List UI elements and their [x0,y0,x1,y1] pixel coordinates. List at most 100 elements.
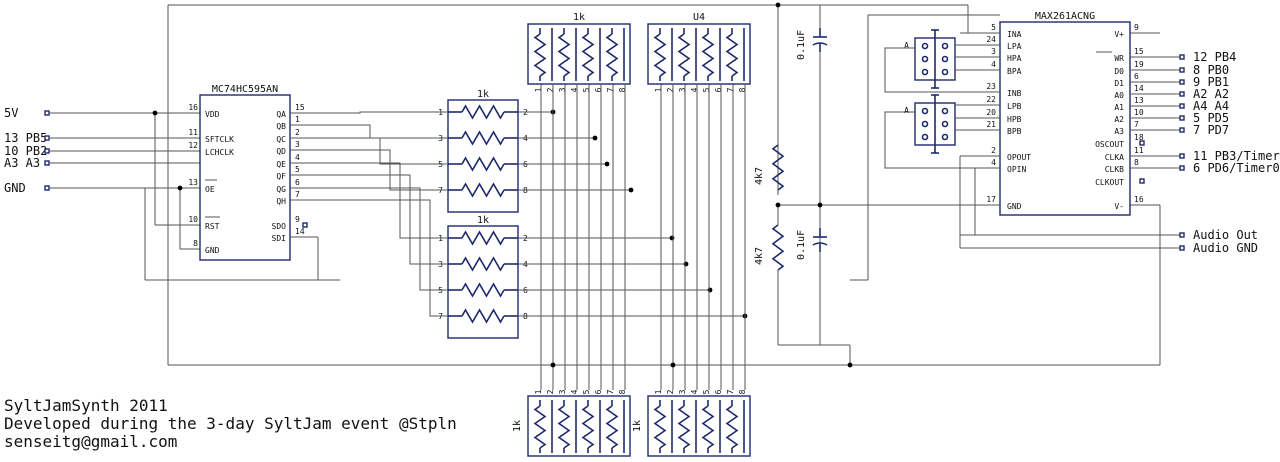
resistor-zigzag [557,33,571,77]
input-gnd: GND [4,181,26,195]
ic1-pin-number: 5 [295,165,300,174]
ic1-pin-number: 8 [193,239,198,248]
ic1-pin-number: 6 [295,178,300,187]
sip-u4-top-label: U4 [693,12,705,23]
sip-1k-top [527,23,631,85]
resistor-zigzag [653,405,667,449]
connector-pin [1179,103,1185,109]
ic1-pin-name: SDO [272,222,287,231]
switch-contact [921,68,929,76]
sip-pin-number: 8 [738,87,747,92]
resistor-zigzag [533,405,547,449]
connector-pin [1179,127,1185,133]
connector-pin [1179,153,1185,159]
junction-dot [628,187,634,193]
ic2-pin-name: CLKOUT [1095,178,1124,187]
ic2-pin-name: GND [1007,202,1022,211]
resistor-zigzag [461,256,505,272]
sip-pin-number: 1 [654,87,663,92]
resistor-zigzag [461,282,505,298]
junction-dot [604,161,610,167]
sip-1k-bottom [527,395,631,457]
sip-pin-number: 6 [594,389,603,394]
ic1-pin-name: OE [205,185,215,194]
ic1-pin-name: QE [276,160,286,169]
resistor-network-2-value: 1k [477,215,489,226]
ic1-pin-number: 9 [295,215,300,224]
connector-pin [302,222,308,228]
credit-event: Developed during the 3-day SyltJam event… [4,414,457,433]
ic1-pin-name: SDI [272,234,287,243]
wire [330,187,448,291]
ic2-pin-name: INB [1007,89,1022,98]
ic1-pin-name: QD [276,147,286,156]
ic1-pin-name: QC [276,135,286,144]
sip-pin-number: 8 [618,389,627,394]
switch-contact [921,55,929,63]
sip-pin-number: 6 [714,389,723,394]
ic2-pin-name: HPB [1007,115,1022,124]
resistor-zigzag [771,224,785,271]
ic2-pin-name: OPOUT [1007,153,1031,162]
connector-pin [44,148,50,154]
ic2-pin-name: LPA [1007,42,1022,51]
ic2-pin-name: LPB [1007,102,1022,111]
ic1-pin-number: 13 [188,178,198,187]
cap-plate [812,242,828,246]
switch-contact [941,68,949,76]
sip-pin-number: 4 [570,87,579,92]
switch-contact [921,120,929,128]
resistor-zigzag [461,104,505,120]
credit-title: SyltJamSynth 2011 [4,396,168,415]
ic2-pin-number: 4 [991,60,996,69]
sip-1k-bottom-2 [647,395,751,457]
ic2-pin-name: D1 [1114,79,1124,88]
ic1-pin-number: 1 [295,115,300,124]
sip-pin-number: 5 [702,389,711,394]
sip-pin-number: 4 [690,389,699,394]
sip-pin-number: 1 [534,87,543,92]
resistor-zigzag [461,130,505,146]
output-label-3: A2 A2 [1193,87,1229,101]
ic2-pin-name: A3 [1114,127,1124,136]
output-label-4: A4 A4 [1193,99,1229,113]
ic2-pin-name: CLKB [1105,165,1124,174]
ic1-pin-number: 10 [188,215,198,224]
output-label-7: 11 PB3/Timer2 [1193,149,1280,163]
switch-contact [941,107,949,115]
junction-dot [177,185,183,191]
ic2-pin-number: 21 [986,120,996,129]
ic1-pin-number: 11 [188,128,198,137]
switch-contact [921,42,929,50]
wire [330,174,448,265]
ic2-pin-number: 17 [986,195,996,204]
sip-pin-number: 2 [546,389,555,394]
resistor-zigzag [653,33,667,77]
cap-bottom-value: 0.1uF [796,230,807,260]
ic2-pin-number: 20 [986,108,996,117]
ic2-pin-number: 13 [1134,96,1144,105]
switch-contact [941,55,949,63]
cap-top-value: 0.1uF [796,30,807,60]
sip-pin-number: 4 [690,87,699,92]
resistor-zigzag [461,308,505,324]
junction-dot [550,362,556,368]
ic2-pin-number: 16 [1134,195,1144,204]
resistor-zigzag [605,33,619,77]
ic1-name: MC74HC595AN [212,84,278,95]
resistor-network-2 [447,225,519,339]
input-pb5: 13 PB5 [4,131,47,145]
sip-pin-number: 7 [726,389,735,394]
junction-dot [152,110,158,116]
ic2-pin-number: 24 [986,35,996,44]
junction-dot [817,202,823,208]
connector-pin [1179,165,1185,171]
connector-pin [44,185,50,191]
sip-pin-number: 5 [582,87,591,92]
credit-email: senseitg@gmail.com [4,432,178,451]
switch-label: A [904,41,909,50]
resistor-zigzag [677,405,691,449]
ic1-pin-name: QB [276,122,286,131]
output-label-0: 12 PB4 [1193,50,1236,64]
ic1-pin-number: 15 [295,103,305,112]
